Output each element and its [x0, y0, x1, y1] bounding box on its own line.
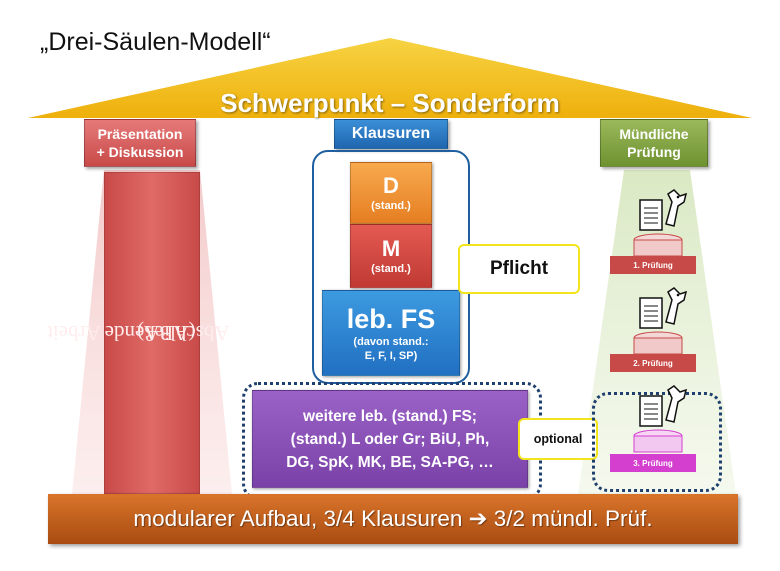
header-presentation: Präsentation + Diskussion	[84, 119, 196, 167]
exam-2-giraffe-icon	[665, 287, 688, 325]
roof-triangle	[28, 38, 752, 118]
header-presentation-line1: Präsentation	[97, 126, 183, 142]
aba-label: Abschließende Arbeit (ABA)	[47, 172, 230, 494]
exam-1-label: 1. Prüfung	[633, 260, 673, 270]
box-mathe-main: M	[381, 236, 401, 261]
exam-3-label-bg	[610, 454, 696, 472]
box-mathe: M (stand.)	[350, 224, 432, 288]
exam-2-cylinder-body	[633, 337, 683, 355]
header-oral-exam-line1: Mündliche	[619, 126, 689, 142]
aba-line2: (ABA)	[136, 321, 196, 345]
exam-1-cylinder-body	[633, 239, 683, 257]
exam-3-group	[610, 385, 696, 472]
exam-2-label: 2. Prüfung	[633, 358, 673, 368]
left-pillar	[104, 172, 200, 494]
box-deutsch: D (stand.)	[350, 162, 432, 224]
pflicht-label: Pflicht	[458, 244, 580, 294]
roof-label: Schwerpunkt – Sonderform	[220, 87, 560, 118]
exam-1-group	[610, 189, 696, 274]
header-klausuren: Klausuren	[334, 119, 448, 149]
header-oral-exam-line2: Prüfung	[627, 144, 681, 160]
header-presentation-line2: + Diskussion	[96, 144, 184, 160]
box-leb-fs-sub1: (davon stand.:	[353, 336, 429, 348]
page-title: „Drei-Säulen-Modell“	[40, 28, 271, 56]
exam-1-document-icon	[639, 199, 663, 231]
oral-exam-icons	[610, 189, 696, 472]
exam-2-label-bg	[610, 354, 696, 372]
third-exam-frame	[592, 392, 722, 492]
exam-2-group	[610, 287, 696, 372]
exam-3-giraffe-icon	[665, 385, 688, 423]
exam-3-cylinder-body	[633, 435, 683, 453]
optional-subjects-box: weitere leb. (stand.) FS; (stand.) L ode…	[252, 390, 528, 488]
exam-3-document-icon	[639, 395, 663, 427]
box-leb-fs-main: leb. FS	[346, 304, 436, 334]
box-mathe-sub: (stand.)	[371, 263, 411, 275]
optional-label: optional	[518, 418, 598, 460]
base-bar: modularer Aufbau, 3/4 Klausuren ➔ 3/2 mü…	[48, 494, 738, 544]
optional-subjects-line2: (stand.) L oder Gr; BiU, Ph,	[290, 430, 490, 448]
box-leb-fs: leb. FS (davon stand.: E, F, I, SP)	[322, 290, 460, 376]
box-leb-fs-sub2: E, F, I, SP)	[364, 350, 418, 362]
exam-1-label-bg	[610, 256, 696, 274]
optional-subjects-line1: weitere leb. (stand.) FS;	[303, 407, 477, 425]
exam-2-document-icon	[639, 297, 663, 329]
header-oral-exam: Mündliche Prüfung	[600, 119, 708, 167]
exam-3-label: 3. Prüfung	[633, 458, 673, 468]
exam-1-giraffe-icon	[665, 189, 688, 227]
box-deutsch-sub: (stand.)	[371, 200, 411, 212]
box-deutsch-main: D	[383, 173, 399, 198]
optional-subjects-line3: DG, SpK, MK, BE, SA-PG, …	[286, 453, 494, 471]
